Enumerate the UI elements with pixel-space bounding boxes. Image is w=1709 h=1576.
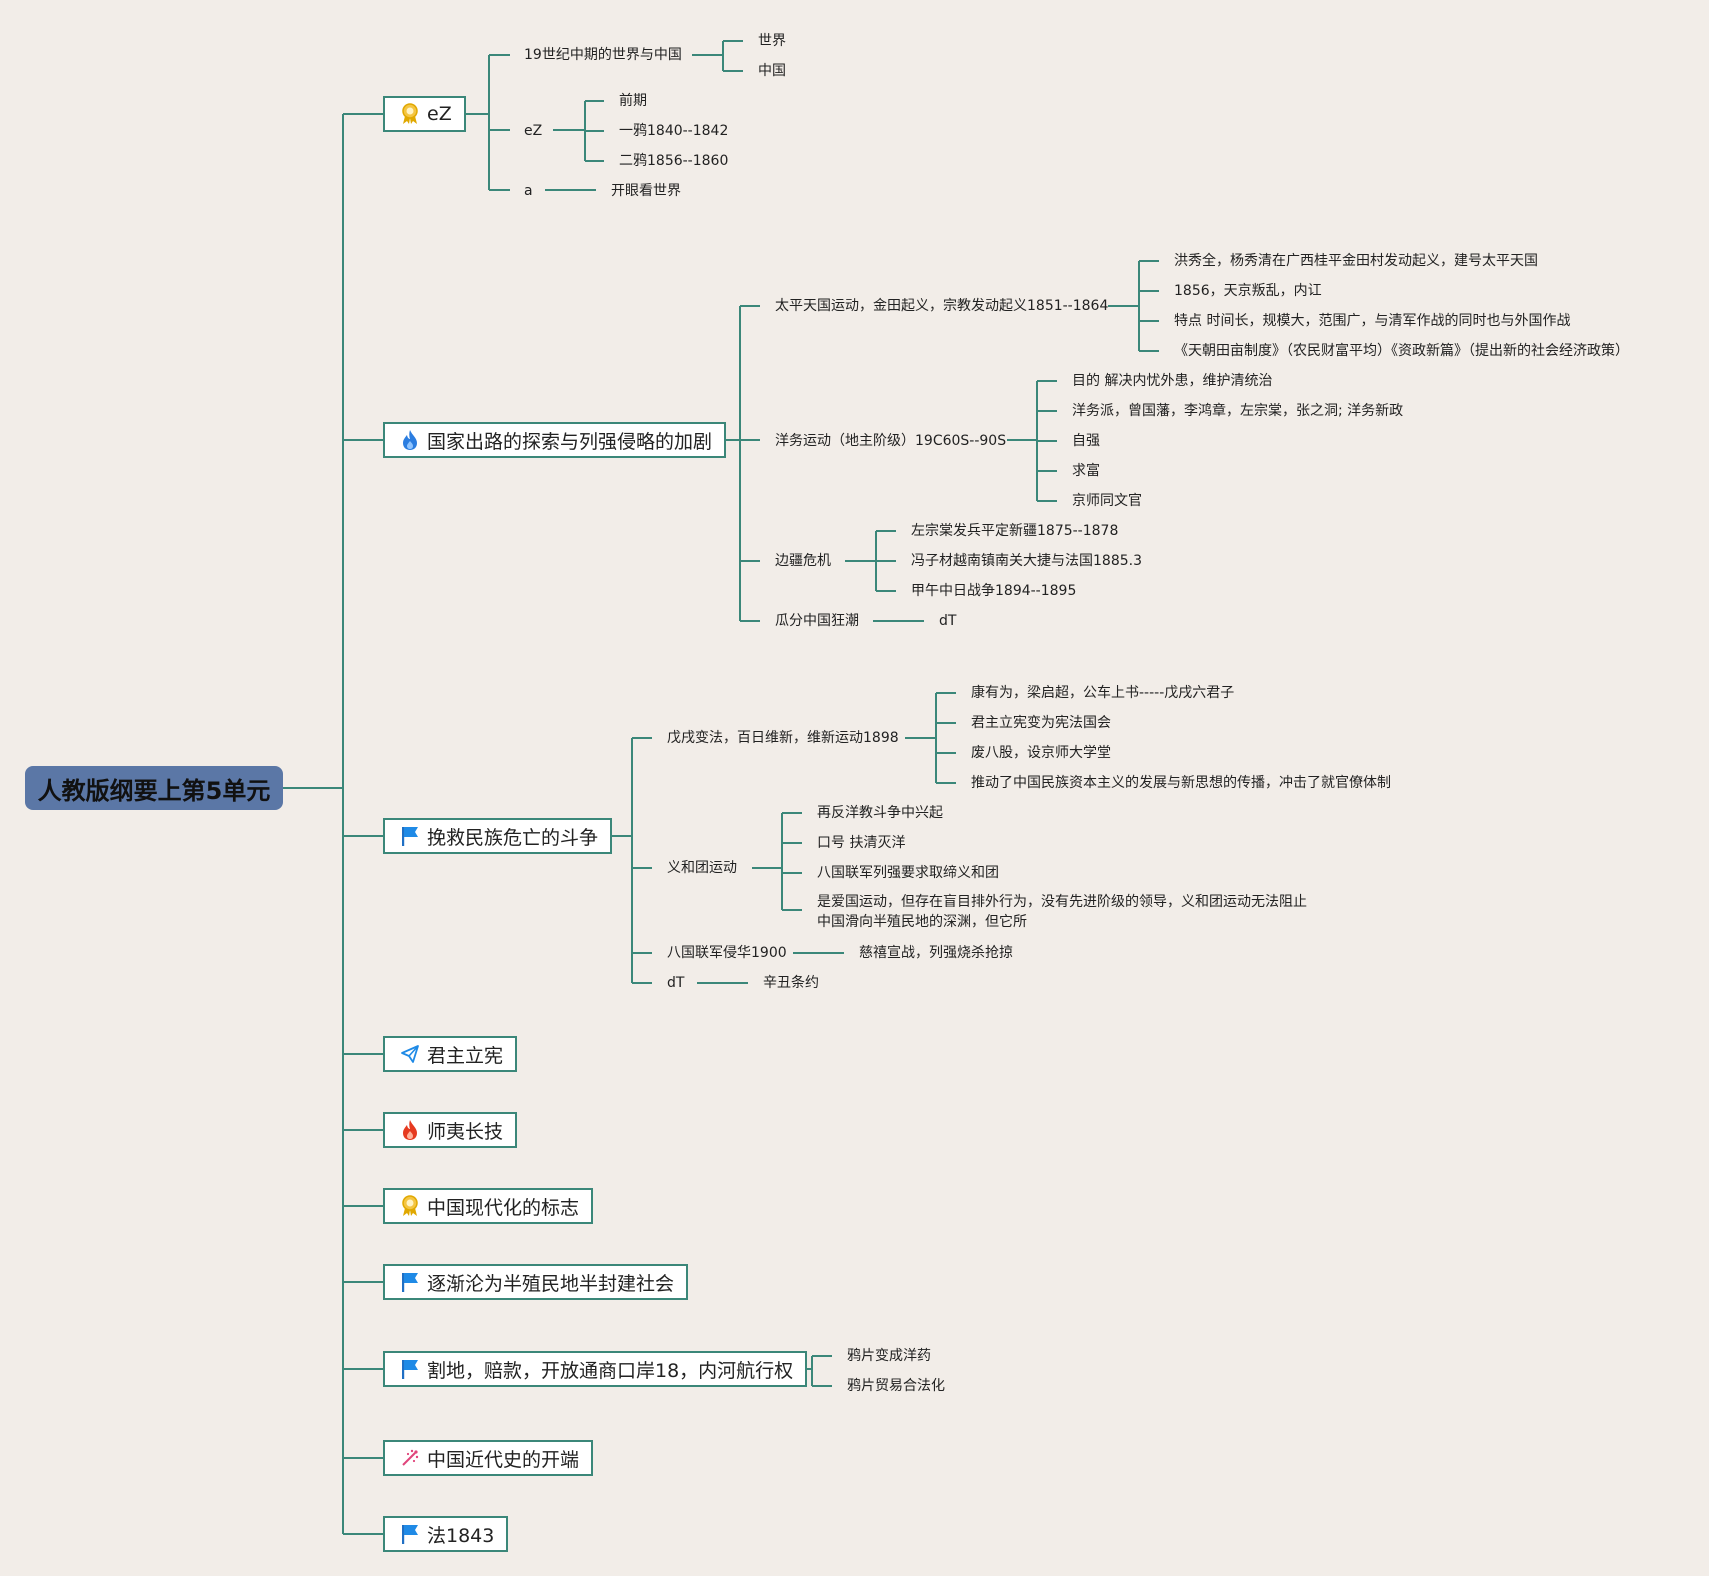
subtopic-ez[interactable]: eZ (524, 123, 543, 139)
leaf-frontier-2[interactable]: 冯子材越南镇南关大捷与法国1885.3 (911, 553, 1142, 569)
branch-topic-modern-history-start[interactable]: 中国近代史的开端 (383, 1440, 594, 1476)
branch-topic-learn-foreign[interactable]: 师夷长技 (383, 1112, 518, 1148)
leaf-second-opium-war[interactable]: 二鸦1856--1860 (619, 153, 729, 169)
leaf-xinchou-treaty[interactable]: 辛丑条约 (763, 975, 819, 991)
flag-icon (399, 1523, 421, 1545)
connector-line (692, 40, 743, 72)
subtopic-reform-1898[interactable]: 戊戌变法，百日维新，维新运动1898 (667, 730, 899, 746)
leaf-opium-legalized[interactable]: 鸦片贸易合法化 (847, 1378, 945, 1394)
sparkle-icon (399, 1447, 421, 1469)
fire-blue-icon (399, 429, 421, 451)
branch-label: 国家出路的探索与列强侵略的加剧 (427, 430, 713, 453)
connector-line (459, 54, 510, 191)
connector-line (1108, 260, 1159, 352)
flag-icon (399, 825, 421, 847)
leaf-boxer-3[interactable]: 八国联军列强要求取缔义和团 (817, 865, 999, 881)
subtopic-westernization[interactable]: 洋务运动（地主阶级）19C60S--90S (775, 433, 1007, 449)
flag-icon (399, 1271, 421, 1293)
fire-red-icon (399, 1119, 421, 1141)
subtopic-eight-nation[interactable]: 八国联军侵华1900 (667, 945, 787, 961)
branch-label: eZ (427, 103, 452, 125)
branch-topic-national-path[interactable]: 国家出路的探索与列强侵略的加剧 (383, 422, 727, 458)
branch-label: 师夷长技 (427, 1120, 504, 1143)
leaf-west-2[interactable]: 洋务派，曾国藩，李鸿章，左宗棠，张之洞; 洋务新政 (1072, 403, 1404, 419)
branch-label: 挽救民族危亡的斗争 (427, 826, 599, 849)
leaf-reform-3[interactable]: 废八股，设京师大学堂 (971, 745, 1111, 761)
leaf-china[interactable]: 中国 (758, 63, 786, 79)
connector-line (905, 692, 956, 784)
leaf-opium-medicine[interactable]: 鸦片变成洋药 (847, 1348, 931, 1364)
branch-label: 中国现代化的标志 (427, 1196, 580, 1219)
connector-line (752, 812, 802, 911)
leaf-frontier-1[interactable]: 左宗棠发兵平定新疆1875--1878 (911, 523, 1119, 539)
leaf-west-1[interactable]: 目的 解决内忧外患，维护清统治 (1072, 373, 1273, 389)
branch-label: 法1843 (427, 1524, 495, 1547)
leaf-early-period[interactable]: 前期 (619, 93, 647, 109)
branch-topic-semi-colonial[interactable]: 逐渐沦为半殖民地半封建社会 (383, 1264, 689, 1300)
subtopic-partition[interactable]: 瓜分中国狂潮 (775, 613, 859, 629)
connector-line (283, 113, 383, 1535)
branch-topic-save-nation[interactable]: 挽救民族危亡的斗争 (383, 818, 613, 854)
leaf-boxer-1[interactable]: 再反洋教斗争中兴起 (817, 805, 943, 821)
branch-topic-ez[interactable]: eZ (383, 96, 466, 132)
leaf-open-eyes[interactable]: 开眼看世界 (611, 183, 681, 199)
branch-label: 君主立宪 (427, 1044, 504, 1067)
leaf-taiping-4[interactable]: 《天朝田亩制度》（农民财富平均）《资政新篇》（提出新的社会经济政策） (1174, 343, 1629, 359)
root-topic-label: 人教版纲要上第5单元 (37, 776, 271, 805)
leaf-reform-2[interactable]: 君主立宪变为宪法国会 (971, 715, 1111, 731)
leaf-reform-4[interactable]: 推动了中国民族资本主义的发展与新思想的传播，冲击了就官僚体制 (971, 775, 1391, 791)
connector-line (553, 100, 604, 162)
branch-topic-modernization-sign[interactable]: 中国现代化的标志 (383, 1188, 594, 1224)
leaf-world[interactable]: 世界 (758, 33, 786, 49)
subtopic-a[interactable]: a (524, 183, 533, 199)
paper-plane-icon (399, 1043, 421, 1065)
leaf-partition-dt[interactable]: dT (939, 613, 957, 629)
subtopic-boxer[interactable]: 义和团运动 (667, 860, 737, 876)
leaf-taiping-1[interactable]: 洪秀全，杨秀清在广西桂平金田村发动起义，建号太平天国 (1174, 253, 1538, 269)
leaf-boxer-2[interactable]: 口号 扶清灭洋 (817, 835, 906, 851)
medal-icon (399, 1195, 421, 1217)
root-topic[interactable]: 人教版纲要上第5单元 (25, 766, 283, 810)
connector-line (1007, 380, 1057, 502)
branch-topic-france-1843[interactable]: 法1843 (383, 1516, 509, 1552)
leaf-boxer-4[interactable]: 是爱国运动，但存在盲目排外行为，没有先进阶级的领导，义和团运动无法阻止中国滑向半… (817, 894, 1307, 930)
leaf-first-opium-war[interactable]: 一鸦1840--1842 (619, 123, 729, 139)
connector-line (711, 305, 760, 622)
branch-topic-constitutional-monarchy[interactable]: 君主立宪 (383, 1036, 518, 1072)
leaf-reform-1[interactable]: 康有为，梁启超，公车上书-----戊戌六君子 (971, 685, 1235, 701)
connector-line (845, 530, 896, 592)
leaf-frontier-3[interactable]: 甲午中日战争1894--1895 (911, 583, 1077, 599)
leaf-taiping-2[interactable]: 1856，天京叛乱，内讧 (1174, 283, 1322, 299)
flag-icon (399, 1358, 421, 1380)
subtopic-taiping[interactable]: 太平天国运动，金田起义，宗教发动起义1851--1864 (775, 298, 1109, 314)
branch-label: 中国近代史的开端 (427, 1448, 580, 1471)
subtopic-dt[interactable]: dT (667, 975, 685, 991)
connector-line (602, 737, 652, 984)
leaf-west-4[interactable]: 求富 (1072, 463, 1100, 479)
subtopic-frontier-crisis[interactable]: 边疆危机 (775, 553, 831, 569)
medal-icon (399, 103, 421, 125)
leaf-eight-nation[interactable]: 慈禧宣战，列强烧杀抢掠 (859, 945, 1013, 961)
branch-label: 逐渐沦为半殖民地半封建社会 (427, 1272, 675, 1295)
branch-label: 割地，赔款，开放通商口岸18，内河航行权 (427, 1359, 794, 1382)
leaf-taiping-3[interactable]: 特点 时间长，规模大，范围广，与清军作战的同时也与外国作战 (1174, 313, 1571, 329)
subtopic-19th-century-world[interactable]: 19世纪中期的世界与中国 (524, 47, 682, 63)
leaf-west-3[interactable]: 自强 (1072, 433, 1100, 449)
leaf-west-5[interactable]: 京师同文官 (1072, 493, 1142, 509)
branch-topic-cede-territory[interactable]: 割地，赔款，开放通商口岸18，内河航行权 (383, 1351, 808, 1387)
